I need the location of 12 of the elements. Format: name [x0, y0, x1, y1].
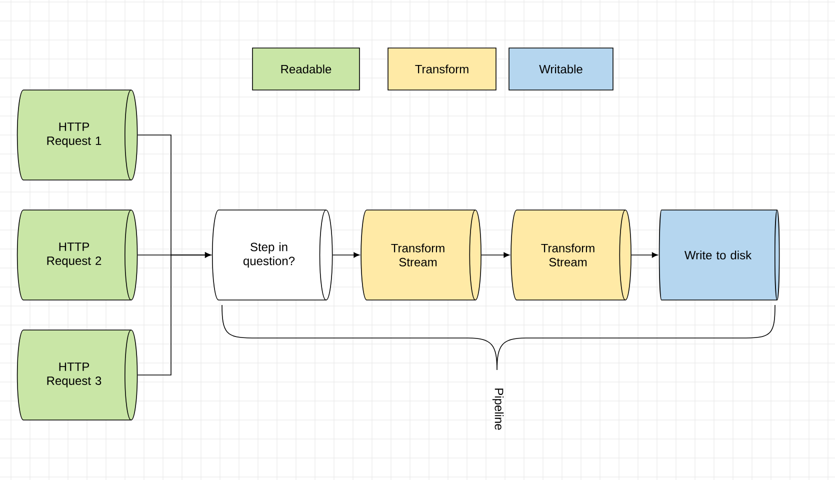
cylinder: Transform Stream [510, 210, 632, 300]
arrow [332, 252, 360, 258]
cylinder: HTTP Request 2 [16, 210, 138, 300]
cylinder: Step in question? [212, 210, 333, 300]
cylinder: HTTP Request 3 [16, 330, 138, 420]
cylinder: Transform Stream [360, 210, 482, 300]
pipeline-label: Pipeline [491, 386, 505, 432]
cylinder: HTTP Request 1 [16, 90, 138, 180]
cylinder: Write to disk [658, 210, 780, 300]
arrow [631, 252, 658, 258]
arrow [137, 252, 211, 376]
arrow [481, 252, 510, 258]
